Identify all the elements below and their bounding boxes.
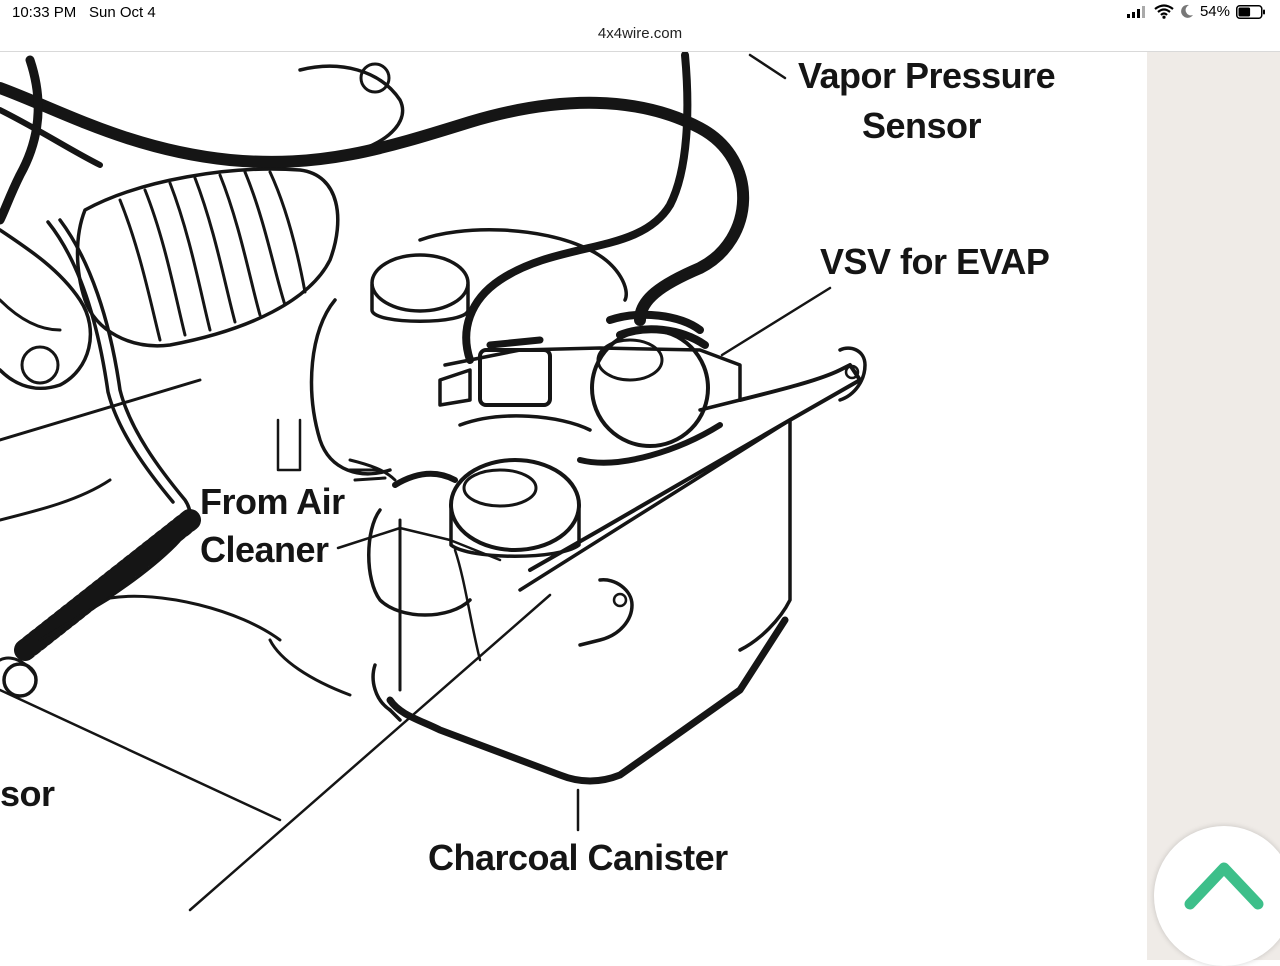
vacuum-hose <box>462 52 692 364</box>
long-leader-1 <box>188 593 552 912</box>
signal-bars-icon <box>1126 5 1145 18</box>
reservoir-body <box>309 298 392 476</box>
page-content: Vapor Pressure Sensor VSV for EVAP From … <box>0 52 1147 960</box>
reservoir-cap <box>370 253 470 313</box>
battery-percent: 54% <box>1199 3 1230 20</box>
label-partial-sensor: sor <box>0 773 55 814</box>
leader-air-cleaner <box>336 526 502 562</box>
url-text[interactable]: 4x4wire.com <box>597 25 683 42</box>
status-bar: 10:33 PM Sun Oct 4 54% <box>0 0 1280 26</box>
label-from-air-line2: Cleaner <box>200 529 329 570</box>
label-vsv-for-evap: VSV for EVAP <box>820 241 1050 282</box>
do-not-disturb-moon-icon <box>1181 4 1193 18</box>
canister-base <box>386 616 789 785</box>
address-bar[interactable]: 4x4wire.com <box>0 24 1280 52</box>
leader-vsv <box>720 286 832 357</box>
label-vapor-pressure-sensor-line1: Vapor Pressure <box>798 55 1056 96</box>
lower-valve-dome <box>449 458 581 552</box>
label-charcoal-canister: Charcoal Canister <box>428 837 728 878</box>
label-from-air-line1: From Air <box>200 481 345 522</box>
chevron-up-icon <box>1184 862 1264 910</box>
long-leader-2 <box>0 688 282 822</box>
upper-left-hose <box>0 55 43 225</box>
wifi-icon <box>1154 4 1174 19</box>
status-date: Sun Oct 4 <box>89 4 156 21</box>
evap-system-diagram <box>0 52 867 912</box>
vsv-body <box>478 348 552 407</box>
label-vapor-pressure-sensor-line2: Sensor <box>862 105 982 146</box>
battery-fill <box>1238 7 1251 16</box>
status-time: 10:33 PM <box>12 4 77 21</box>
fuel-pipe <box>38 218 192 642</box>
main-hose <box>0 82 750 326</box>
spring-coil <box>14 509 201 661</box>
leader-vapor-sensor <box>748 53 787 80</box>
toolbar-divider <box>0 51 1280 52</box>
battery-icon <box>1236 4 1265 19</box>
status-indicators: 54% <box>1126 3 1266 20</box>
scroll-to-top-button[interactable] <box>1154 826 1280 966</box>
page-side-gutter <box>1147 52 1280 960</box>
